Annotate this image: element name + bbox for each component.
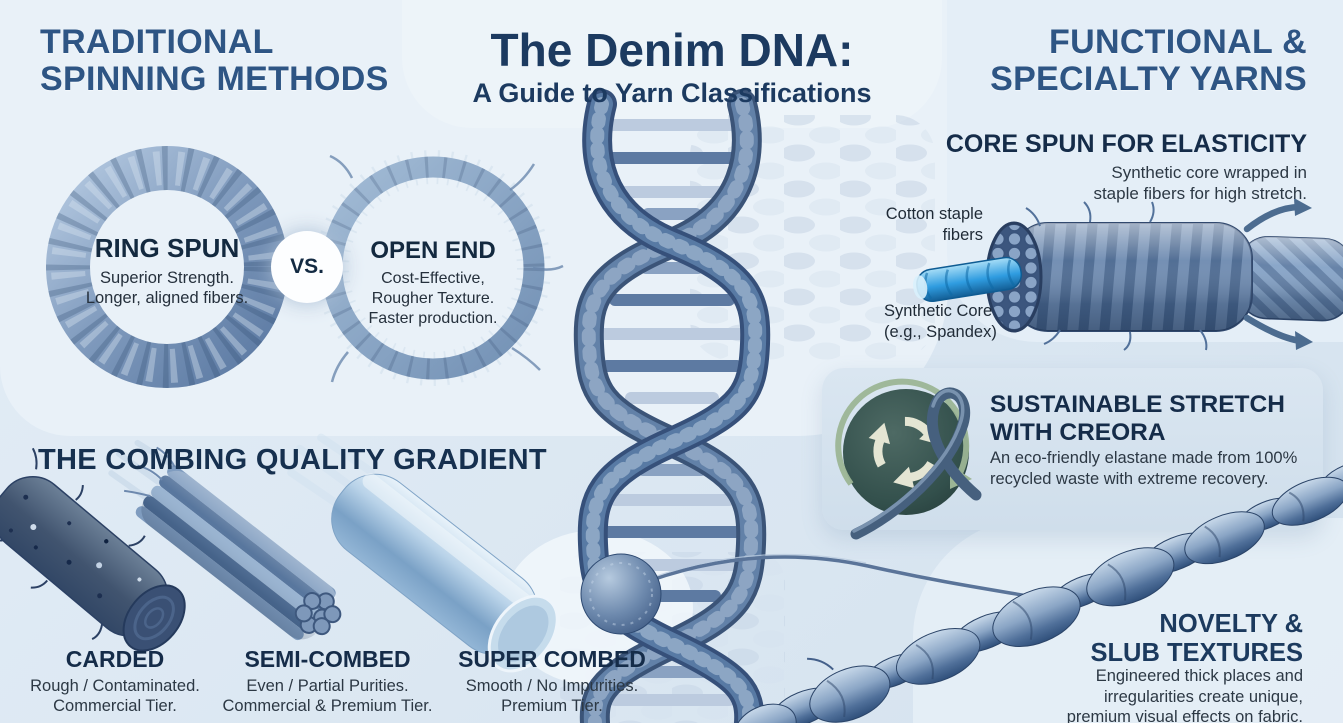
loose-fiber-wisps bbox=[1025, 201, 1208, 351]
versus-badge: VS. bbox=[271, 231, 343, 303]
desc-line: Even / Partial Purities. bbox=[246, 677, 409, 695]
dna-rungs bbox=[594, 119, 750, 706]
yarn-thread bbox=[629, 553, 1063, 604]
grade-desc: Smooth / No Impurities. Premium Tier. bbox=[438, 676, 666, 717]
desc-line: recycled waste with extreme recovery. bbox=[990, 469, 1269, 488]
impurity-speckles bbox=[8, 494, 142, 599]
heading-line-1: FUNCTIONAL & bbox=[1049, 23, 1307, 61]
dna-helix-illustration bbox=[573, 89, 771, 723]
ring-spun-desc: Superior Strength. Longer, aligned fiber… bbox=[54, 268, 280, 309]
title-line: SUSTAINABLE STRETCH bbox=[990, 391, 1285, 418]
ring-spun-label-block: RING SPUN Superior Strength. Longer, ali… bbox=[54, 233, 280, 309]
desc-line: staple fibers for high stretch. bbox=[1093, 184, 1307, 204]
open-end-label-block: OPEN END Cost-Effective, Rougher Texture… bbox=[318, 237, 548, 328]
desc-line: Superior Strength. bbox=[100, 269, 234, 287]
ring-spun-name: RING SPUN bbox=[94, 233, 240, 263]
synthetic-core-rod bbox=[913, 256, 1023, 303]
dna-strand-left bbox=[577, 89, 771, 723]
twisted-rope-section bbox=[1236, 235, 1343, 322]
open-end-desc: Cost-Effective, Rougher Texture. Faster … bbox=[318, 269, 548, 328]
super-combed-yarn-illustration bbox=[287, 433, 559, 673]
core-spun-yarn-illustration bbox=[913, 198, 1343, 351]
desc-line: Commercial Tier. bbox=[53, 697, 177, 716]
grade-semi-combed: SEMI-COMBED Even / Partial Purities. Com… bbox=[215, 646, 440, 717]
core-spun-description: Synthetic core wrapped in staple fibers … bbox=[1093, 162, 1307, 205]
open-end-name: OPEN END bbox=[370, 237, 496, 264]
functional-specialty-heading: FUNCTIONAL & SPECIALTY YARNS bbox=[990, 24, 1307, 97]
combing-gradient-heading: THE COMBING QUALITY GRADIENT bbox=[38, 444, 547, 476]
fray-wisps bbox=[0, 447, 146, 640]
desc-line: Synthetic core wrapped in bbox=[1111, 163, 1307, 182]
desc-line: irregularities create unique, bbox=[1103, 687, 1303, 706]
synthetic-core-label: Synthetic Core (e.g., Spandex) bbox=[884, 301, 997, 344]
novelty-slub-description: Engineered thick places and irregulariti… bbox=[1067, 666, 1303, 723]
title-line: NOVELTY & bbox=[1159, 610, 1303, 638]
label-line: (e.g., Spandex) bbox=[884, 323, 997, 342]
grade-desc: Rough / Contaminated. Commercial Tier. bbox=[15, 676, 215, 717]
creora-title: SUSTAINABLE STRETCH WITH CREORA bbox=[990, 391, 1285, 447]
heading-line-2: SPINNING METHODS bbox=[40, 59, 389, 98]
page-subtitle: A Guide to Yarn Classifications bbox=[472, 78, 872, 109]
desc-line: Rougher Texture. bbox=[371, 289, 495, 307]
label-line: fibers bbox=[942, 226, 983, 245]
cotton-staple-label: Cotton staple fibers bbox=[886, 204, 983, 247]
traditional-spinning-heading: TRADITIONAL SPINNING METHODS bbox=[40, 24, 389, 97]
creora-description: An eco-friendly elastane made from 100% … bbox=[990, 448, 1335, 489]
recycle-icon bbox=[868, 416, 941, 489]
grade-desc: Even / Partial Purities. Commercial & Pr… bbox=[215, 676, 440, 717]
fiber-cross-section bbox=[294, 591, 342, 636]
desc-line: Cost-Effective, bbox=[381, 270, 485, 287]
title-line: SLUB TEXTURES bbox=[1090, 638, 1303, 667]
stretch-arrow-down-icon bbox=[1243, 314, 1313, 350]
page-title: The Denim DNA: bbox=[490, 24, 854, 76]
creora-emblem bbox=[835, 378, 982, 540]
ring-spun-yarn-ring bbox=[46, 146, 288, 388]
desc-line: Premium Tier. bbox=[501, 697, 603, 716]
grade-carded: CARDED Rough / Contaminated. Commercial … bbox=[15, 646, 215, 717]
grade-name: SUPER COMBED bbox=[458, 646, 646, 672]
desc-line: premium visual effects on fabric. bbox=[1066, 708, 1303, 723]
desc-line: Longer, aligned fibers. bbox=[85, 289, 249, 308]
main-title-block: The Denim DNA: A Guide to Yarn Classific… bbox=[402, 26, 942, 109]
desc-line: Commercial & Premium Tier. bbox=[222, 697, 433, 716]
slub-yarn-illustration bbox=[734, 460, 1343, 723]
carded-yarn-illustration bbox=[0, 447, 186, 652]
heading-line-2: SPECIALTY YARNS bbox=[990, 59, 1307, 98]
versus-label: VS. bbox=[290, 255, 324, 278]
desc-line: An eco-friendly elastane made from 100% bbox=[990, 449, 1298, 467]
desc-line: Smooth / No Impurities. bbox=[465, 677, 639, 695]
grade-name: CARDED bbox=[65, 646, 165, 672]
grade-name: SEMI-COMBED bbox=[244, 646, 411, 672]
desc-line: Engineered thick places and bbox=[1095, 667, 1303, 685]
label-line: Synthetic Core bbox=[884, 302, 993, 320]
yarn-ball bbox=[580, 553, 662, 635]
title-line: WITH CREORA bbox=[990, 418, 1166, 446]
grade-super-combed: SUPER COMBED Smooth / No Impurities. Pre… bbox=[438, 646, 666, 717]
label-line: Cotton staple bbox=[885, 205, 983, 223]
semi-combed-yarn-illustration bbox=[108, 439, 342, 641]
core-spun-title: CORE SPUN FOR ELASTICITY bbox=[945, 130, 1307, 158]
desc-line: Faster production. bbox=[368, 309, 498, 327]
panel-title bbox=[402, 0, 942, 128]
stretch-arrow-up-icon bbox=[1243, 198, 1312, 233]
desc-line: Rough / Contaminated. bbox=[30, 677, 200, 695]
novelty-slub-title: NOVELTY & SLUB TEXTURES bbox=[1090, 610, 1303, 668]
creora-yarn-loop bbox=[850, 387, 982, 540]
heading-line-1: TRADITIONAL bbox=[40, 23, 274, 61]
